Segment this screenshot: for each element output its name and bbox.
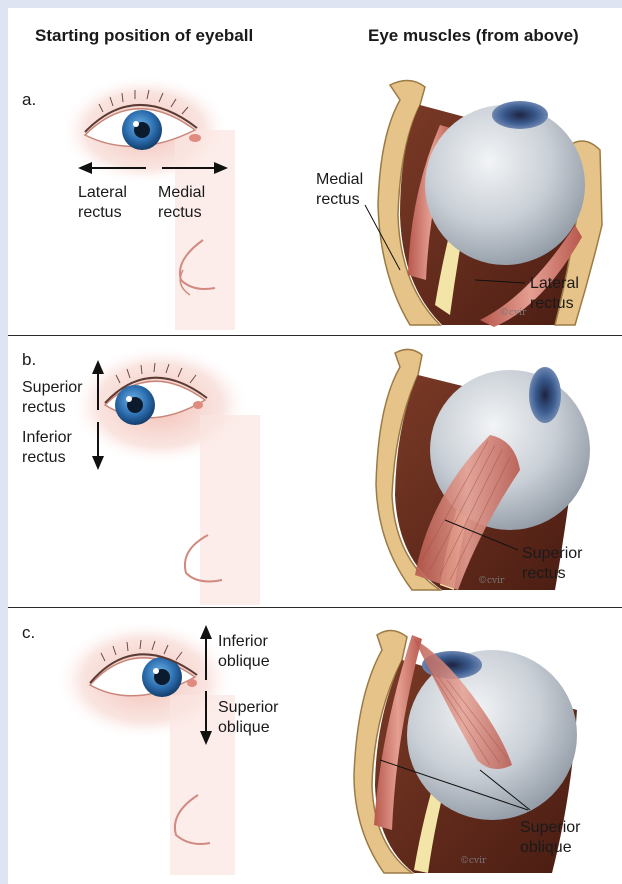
superior-inferior-arrows xyxy=(88,360,108,472)
leader-line-b xyxy=(440,515,530,555)
divider-bc xyxy=(8,607,622,608)
arrow-down-icon xyxy=(92,422,104,470)
arrow-down-icon xyxy=(200,691,212,745)
arrow-up-icon xyxy=(200,625,212,680)
arrow-right-icon xyxy=(162,162,228,174)
panel-c-letter: c. xyxy=(22,623,35,643)
signature-mark: ©cvir xyxy=(460,856,487,866)
divider-ab xyxy=(8,335,622,336)
left-column-header: Starting position of eyeball xyxy=(35,26,253,46)
arrow-up-icon xyxy=(92,360,104,410)
right-column-header: Eye muscles (from above) xyxy=(368,26,579,46)
panel-a-letter: a. xyxy=(22,90,36,110)
panel-b-letter: b. xyxy=(22,350,36,370)
oblique-arrows xyxy=(196,625,216,745)
arrow-left-icon xyxy=(78,162,146,174)
lateral-medial-arrows xyxy=(78,160,228,180)
leader-lines-c xyxy=(370,755,550,815)
signature-mark: ©cvir xyxy=(478,576,505,586)
signature-mark: ©cvir xyxy=(500,308,527,318)
